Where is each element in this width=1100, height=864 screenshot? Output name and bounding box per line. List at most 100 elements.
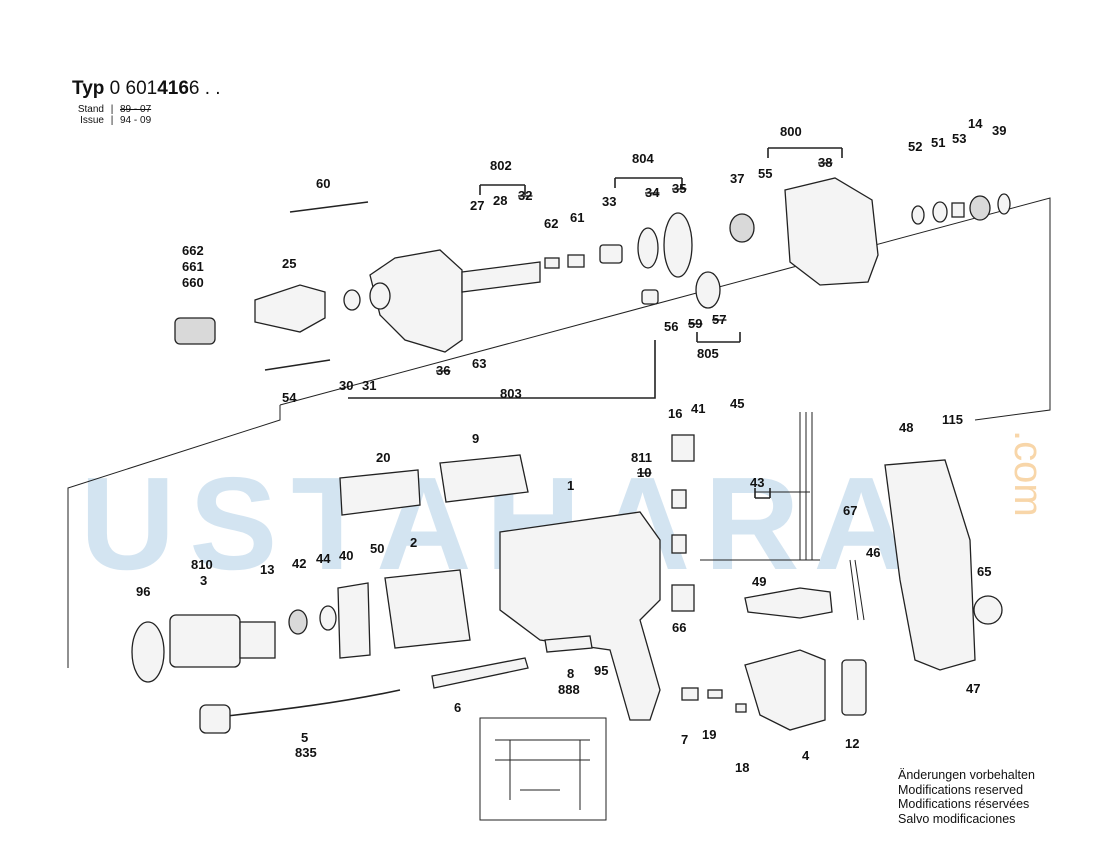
callout: 35 [672, 181, 686, 196]
callout: 805 [697, 346, 719, 361]
type-prefix: 0 601 [109, 78, 158, 99]
screw-54 [264, 359, 331, 371]
callout: 49 [752, 574, 766, 589]
callout: 60 [316, 176, 330, 191]
bearing-14 [969, 195, 991, 221]
nameplate-20 [339, 469, 421, 516]
wiring-harness [700, 412, 820, 561]
callout: 10 [637, 465, 651, 480]
callout: 802 [490, 158, 512, 173]
callout: 1 [567, 478, 574, 493]
gear-35 [663, 212, 693, 278]
callout: 115 [942, 412, 963, 427]
callout: 57 [712, 312, 726, 327]
callout: 835 [295, 745, 317, 760]
callout: 32 [518, 188, 532, 203]
switch-4 [744, 649, 826, 731]
callout: 9 [472, 431, 479, 446]
screw-60 [289, 201, 369, 213]
bracket-804 [614, 177, 683, 188]
note-de: Änderungen vorbehalten [898, 768, 1035, 782]
commutator [239, 621, 276, 659]
issue-label: Issue [80, 115, 104, 126]
callout: 47 [966, 681, 980, 696]
callout: 41 [691, 401, 705, 416]
part-61 [567, 254, 585, 268]
brush-holder-66 [671, 584, 695, 612]
callout: 38 [818, 155, 832, 170]
circlip-39 [997, 193, 1011, 215]
type-bold: 416 [157, 78, 189, 99]
callout: 7 [681, 732, 688, 747]
callout: 46 [866, 545, 880, 560]
label-disc-65 [973, 595, 1003, 625]
revision-info: Stand | 89 - 07 Issue | 94 - 09 [72, 104, 151, 126]
callout: 63 [472, 356, 486, 371]
switch-49 [744, 587, 833, 619]
fan-96 [131, 621, 165, 683]
callout: 42 [292, 556, 306, 571]
power-cord-5 [209, 689, 401, 719]
capacitor-12 [841, 659, 867, 716]
callout: 40 [339, 548, 353, 563]
spindle-part [461, 261, 541, 293]
stand-label: Stand [77, 104, 104, 115]
callout: 800 [780, 124, 802, 139]
callout: 25 [282, 256, 296, 271]
bracket-802 [479, 184, 526, 195]
callout: 39 [992, 123, 1006, 138]
upper-frame-line [67, 197, 1051, 668]
collet-part [174, 317, 216, 345]
bracket-800 [767, 147, 843, 158]
callout: 96 [136, 584, 150, 599]
callout: 811 [631, 450, 652, 465]
callout: 18 [735, 760, 749, 775]
callout: 30 [339, 378, 353, 393]
part-62 [544, 257, 560, 269]
callout: 36 [436, 363, 450, 378]
bearing-13 [288, 609, 308, 635]
callout: 803 [500, 386, 522, 401]
part-7 [681, 687, 699, 701]
bush-55 [641, 289, 659, 305]
callout: 660 [182, 275, 204, 290]
bearing-37 [729, 213, 755, 243]
callout: 52 [908, 139, 922, 154]
callout: 661 [182, 259, 204, 274]
callout: 51 [931, 135, 945, 150]
carbon-brush-10 [671, 489, 687, 509]
callout: 43 [750, 475, 764, 490]
brush-holder-16 [671, 434, 695, 462]
callout: 13 [260, 562, 274, 577]
callout: 61 [570, 210, 584, 225]
callout: 95 [594, 663, 608, 678]
callout: 44 [316, 551, 331, 566]
callout: 33 [602, 194, 616, 209]
screw-19 [707, 689, 723, 699]
bracket-803 [348, 340, 656, 399]
callout: 50 [370, 541, 384, 556]
note-fr: Modifications réservées [898, 797, 1030, 811]
circuit-diagram-frame [479, 717, 607, 821]
callout: 19 [702, 727, 716, 742]
callout: 53 [952, 131, 966, 146]
callout: 16 [668, 406, 682, 421]
fan-guide-40 [337, 582, 371, 659]
callout: 37 [730, 171, 744, 186]
gear-housing [369, 249, 463, 353]
callout: 31 [362, 378, 376, 393]
callout: 804 [632, 151, 654, 166]
callout: 56 [664, 319, 678, 334]
stand-value: 89 - 07 [120, 104, 152, 115]
callout: 28 [493, 193, 507, 208]
bearing-flange-800 [784, 177, 879, 286]
callout: 662 [182, 243, 204, 258]
plug [199, 704, 231, 734]
issue-value: 94 - 09 [120, 115, 152, 126]
modification-notes: Änderungen vorbehalten Modifications res… [898, 768, 1035, 826]
bracket-805 [696, 332, 741, 343]
callout: 4 [802, 748, 810, 763]
carbon-brush-67 [671, 534, 687, 554]
callout: 810 [191, 557, 213, 572]
